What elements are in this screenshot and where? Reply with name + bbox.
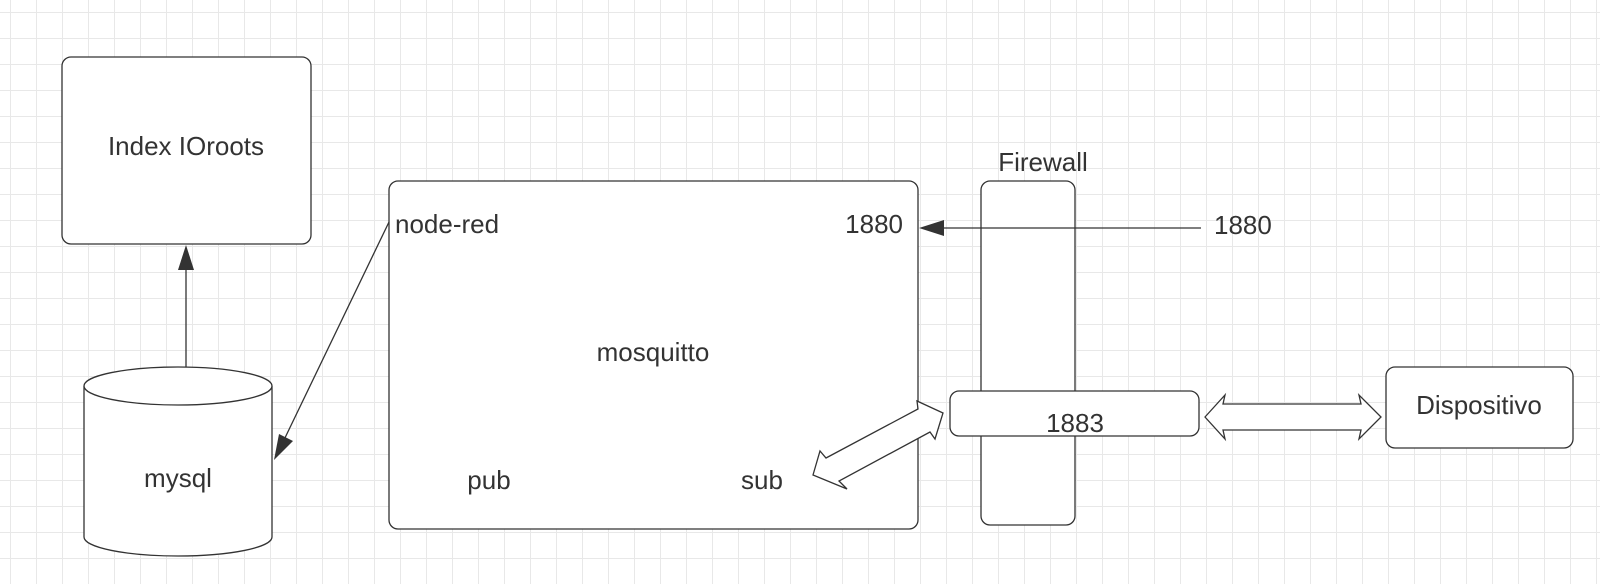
index-ioroots-label: Index IOroots xyxy=(108,131,264,161)
port-1883-label: 1883 xyxy=(1046,408,1104,438)
mosquitto-node[interactable]: node-red 1880 mosquitto pub sub xyxy=(388,180,919,530)
dispositivo-node[interactable]: Dispositivo xyxy=(1385,366,1574,449)
mysql-to-index-arrow xyxy=(178,245,194,367)
mysql-node[interactable]: mysql xyxy=(83,366,273,557)
firewall-label: Firewall xyxy=(998,147,1088,177)
dispositivo-label: Dispositivo xyxy=(1416,390,1542,420)
mysql-label: mysql xyxy=(144,463,212,493)
index-ioroots-node[interactable]: Index IOroots xyxy=(61,56,312,245)
port-1883-node[interactable]: 1883 xyxy=(949,390,1200,438)
sub-label: sub xyxy=(741,465,783,495)
port-1880-arrow xyxy=(919,220,1201,236)
firewall-node[interactable]: Firewall xyxy=(980,147,1088,526)
port-1880-inner-label: 1880 xyxy=(845,209,903,239)
node-red-label: node-red xyxy=(395,209,499,239)
port-1880-outer-label: 1880 xyxy=(1214,210,1272,240)
mosquitto-label: mosquitto xyxy=(597,337,710,367)
node-red-to-mysql-arrow xyxy=(274,221,390,460)
pub-label: pub xyxy=(467,465,510,495)
port-1883-dispositivo-double-arrow xyxy=(1204,392,1382,442)
sub-to-1883-double-arrow xyxy=(812,399,944,490)
